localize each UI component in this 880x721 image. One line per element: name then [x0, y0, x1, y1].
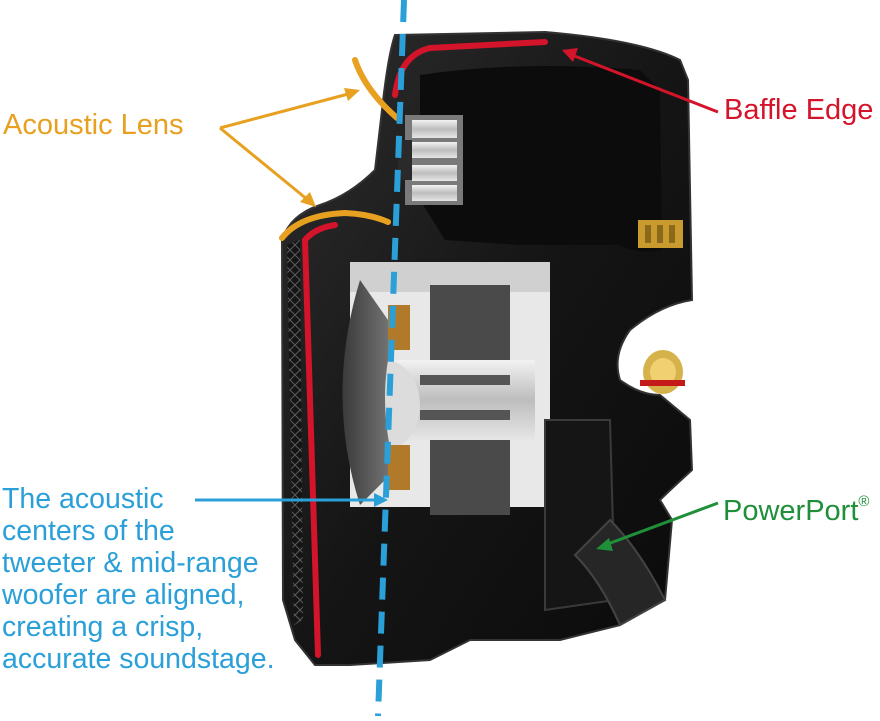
acoustic-lens-lower: [279, 209, 391, 241]
tweeter: [398, 115, 463, 205]
acoustic-centers-caption: The acoustic centers of the tweeter & mi…: [2, 483, 275, 675]
caption-line: creating a crisp,: [2, 611, 204, 643]
front-grille: [287, 240, 303, 625]
powerport-label: PowerPort®: [723, 486, 869, 527]
caption-line: The acoustic: [2, 483, 164, 515]
baffle-edge-arrow: [562, 48, 719, 114]
acoustic-lens-upper: [352, 57, 400, 121]
acoustic-lens-arrows: [219, 88, 360, 207]
baffle-edge-label: Baffle Edge: [724, 94, 874, 126]
woofer-assembly: [342, 262, 550, 515]
caption-line: tweeter & mid-range: [2, 547, 259, 579]
top-cavity: [420, 66, 662, 252]
powerport-label-text: PowerPort: [723, 495, 859, 527]
registered-mark: ®: [858, 493, 870, 510]
powerport-arrow: [596, 501, 719, 551]
acoustic-lens-label: Acoustic Lens: [3, 109, 184, 141]
caption-line: accurate soundstage.: [2, 643, 275, 675]
powerport-flare: [573, 518, 667, 627]
binding-post: [640, 350, 685, 394]
caption-line: centers of the: [2, 515, 175, 547]
acoustic-centers-arrow: [195, 493, 388, 507]
baffle-edge-line: [301, 39, 548, 658]
gold-terminal: [638, 220, 683, 248]
acoustic-center-axis: [375, 0, 407, 717]
caption-line: woofer are aligned,: [2, 579, 245, 611]
